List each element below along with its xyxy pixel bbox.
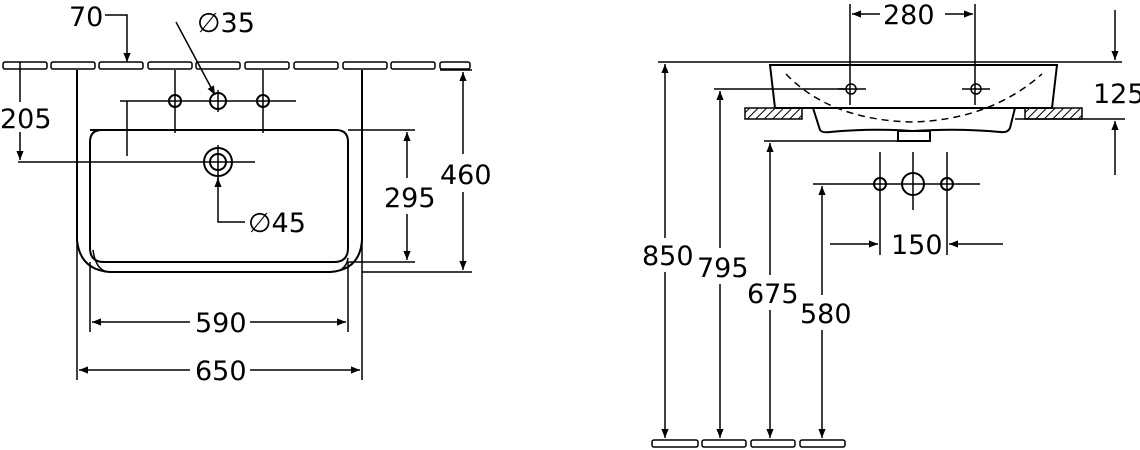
tap-hole-left	[168, 94, 182, 108]
front-view: 70 ∅35 205 ∅45 295 460 590 650	[0, 2, 492, 387]
tap-hole-right	[256, 94, 270, 108]
dim-70: 70	[69, 2, 103, 33]
floor-tiles	[651, 439, 846, 448]
dim-650: 650	[195, 356, 247, 387]
dim-150: 150	[891, 230, 943, 261]
dim-drain-diameter: ∅45	[248, 208, 306, 239]
dim-125: 125	[1093, 79, 1140, 110]
basin-profile	[768, 64, 1059, 109]
supply-left	[873, 177, 887, 191]
dim-tap-hole-diameter: ∅35	[197, 8, 255, 39]
supply-right	[940, 177, 954, 191]
dim-795: 795	[697, 253, 749, 284]
dim-295: 295	[384, 183, 436, 214]
dim-280: 280	[883, 0, 935, 31]
wall-section-left	[744, 107, 803, 120]
dim-590: 590	[195, 308, 247, 339]
bowl-outline	[89, 129, 349, 263]
dim-205: 205	[0, 104, 52, 135]
side-view: 280 125 850 795 675 580 150	[642, 0, 1140, 448]
dim-460: 460	[440, 160, 492, 191]
dim-580: 580	[800, 299, 852, 330]
supply-waste	[901, 172, 925, 196]
drain-stub	[897, 130, 931, 142]
wall-tiles	[2, 61, 471, 70]
dim-850: 850	[642, 241, 694, 272]
wall-section-right	[1024, 107, 1083, 120]
dim-675: 675	[747, 279, 799, 310]
